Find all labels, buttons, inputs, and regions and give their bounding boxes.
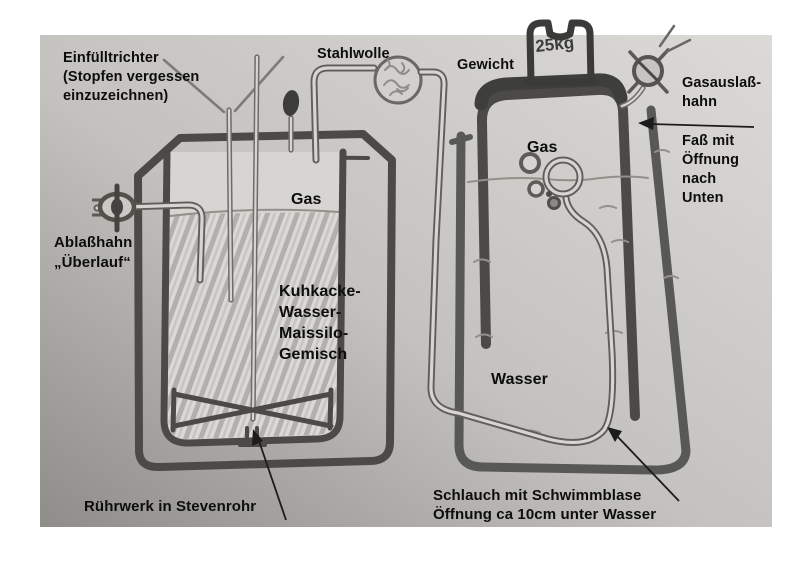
tub-rim-tick — [449, 134, 473, 145]
steel-wool-ball — [373, 55, 423, 105]
arrow-schlauch — [607, 427, 680, 502]
arrow-fass — [638, 117, 755, 130]
right-gasholder-tank: 25kg — [417, 19, 692, 475]
gas-valve-icon — [619, 24, 692, 109]
water-surface-line — [467, 175, 649, 183]
arrow-ruehrwerk — [252, 429, 287, 521]
overflow-valve-icon — [92, 183, 137, 233]
weight-25kg: 25kg — [524, 19, 598, 86]
label-ruehrwerk: Rührwerk in Stevenrohr — [84, 498, 257, 515]
label-kuhkacke: Kuhkacke- Wasser- Maissilo- Gemisch — [279, 283, 361, 363]
label-gewicht: Gewicht — [457, 57, 515, 73]
label-wasser: Wasser — [491, 371, 548, 388]
label-gasauslasshahn: Gasauslaß- hahn — [682, 75, 762, 110]
stirrer-shaft — [250, 54, 260, 422]
photo-background — [40, 35, 772, 527]
hose-schwimmblase — [417, 68, 617, 446]
label-gas-right: Gas — [527, 139, 558, 156]
left-digester-tank — [92, 54, 396, 472]
label-schlauch: Schlauch mit Schwimmblase Öffnung ca 10c… — [433, 487, 657, 523]
label-ablasshahn: Ablaßhahn „Überlauf“ — [54, 234, 133, 271]
lid-knob — [282, 90, 300, 153]
funnel-arm-left — [162, 58, 226, 114]
gas-bubbles — [519, 152, 561, 210]
water-tub-wall — [454, 105, 691, 475]
label-stahlwolle: Stahlwolle — [317, 46, 390, 62]
label-einfuelltrichter: Einfülltrichter (Stopfen vergessen einzu… — [63, 50, 200, 104]
left-tank-outer-shell — [134, 130, 396, 472]
gas-outlet-pipe — [310, 64, 378, 164]
label-fass: Faß mit Öffnung nach Unten — [682, 133, 740, 206]
label-gas-left: Gas — [291, 191, 322, 208]
overflow-pipe — [93, 201, 206, 284]
weight-value: 25kg — [534, 33, 575, 56]
